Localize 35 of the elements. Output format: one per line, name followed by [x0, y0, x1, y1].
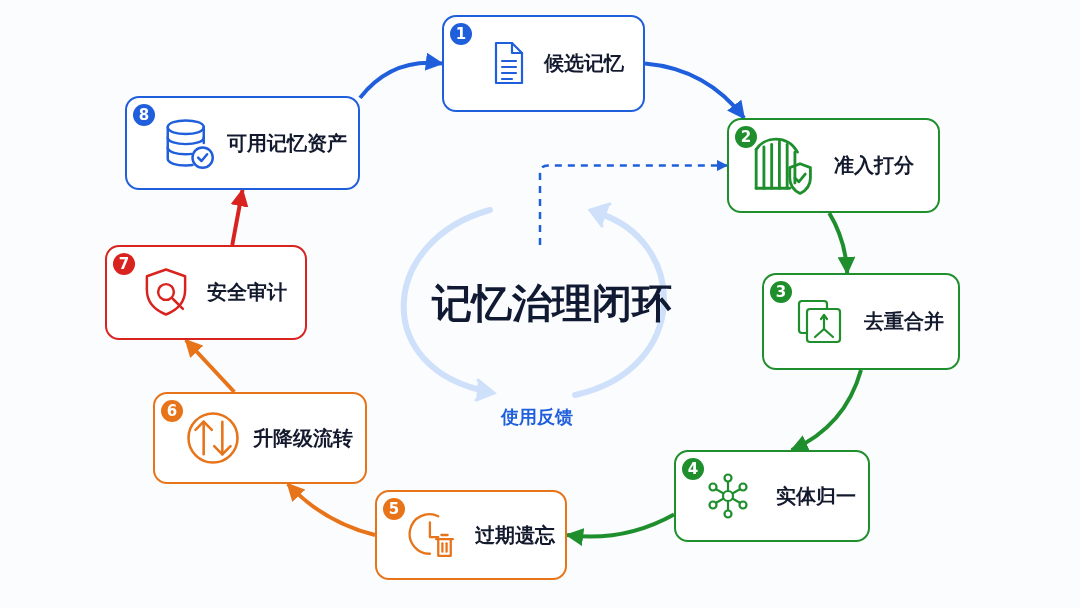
step-number-badge: 5	[383, 498, 405, 520]
step-label: 去重合并	[864, 308, 944, 335]
center-title: 记忆治理闭环	[432, 279, 672, 328]
arrow	[790, 369, 863, 452]
arrow	[286, 482, 376, 537]
step-number-badge: 6	[161, 400, 183, 422]
arrow	[184, 338, 236, 394]
arrow	[358, 53, 444, 100]
step-label: 安全审计	[207, 279, 287, 306]
step-box	[442, 15, 645, 112]
step-box	[375, 490, 567, 580]
step-number-badge: 2	[735, 126, 757, 148]
step-label: 实体归一	[776, 482, 856, 510]
step-number-badge: 1	[450, 23, 472, 45]
step-label: 准入打分	[834, 152, 914, 179]
step-number-badge: 8	[133, 104, 155, 126]
step-box	[153, 392, 367, 484]
step-number-badge: 4	[682, 458, 704, 480]
step-box	[674, 450, 870, 542]
arrow	[644, 61, 746, 120]
step-label: 升降级流转	[253, 424, 353, 452]
arrow	[230, 188, 249, 246]
dashed-arrow	[538, 159, 729, 245]
step-label: 可用记忆资产	[227, 129, 347, 157]
step-box	[762, 273, 960, 370]
step-label: 过期遗忘	[475, 521, 555, 549]
step-number-badge: 7	[113, 253, 135, 275]
step-box	[125, 96, 360, 190]
arrow	[565, 512, 675, 546]
step-box	[105, 245, 307, 340]
step-label: 候选记忆	[544, 50, 624, 77]
step-box	[727, 118, 940, 213]
arrow	[827, 212, 856, 275]
step-number-badge: 3	[770, 281, 792, 303]
feedback-label: 使用反馈	[501, 405, 573, 429]
